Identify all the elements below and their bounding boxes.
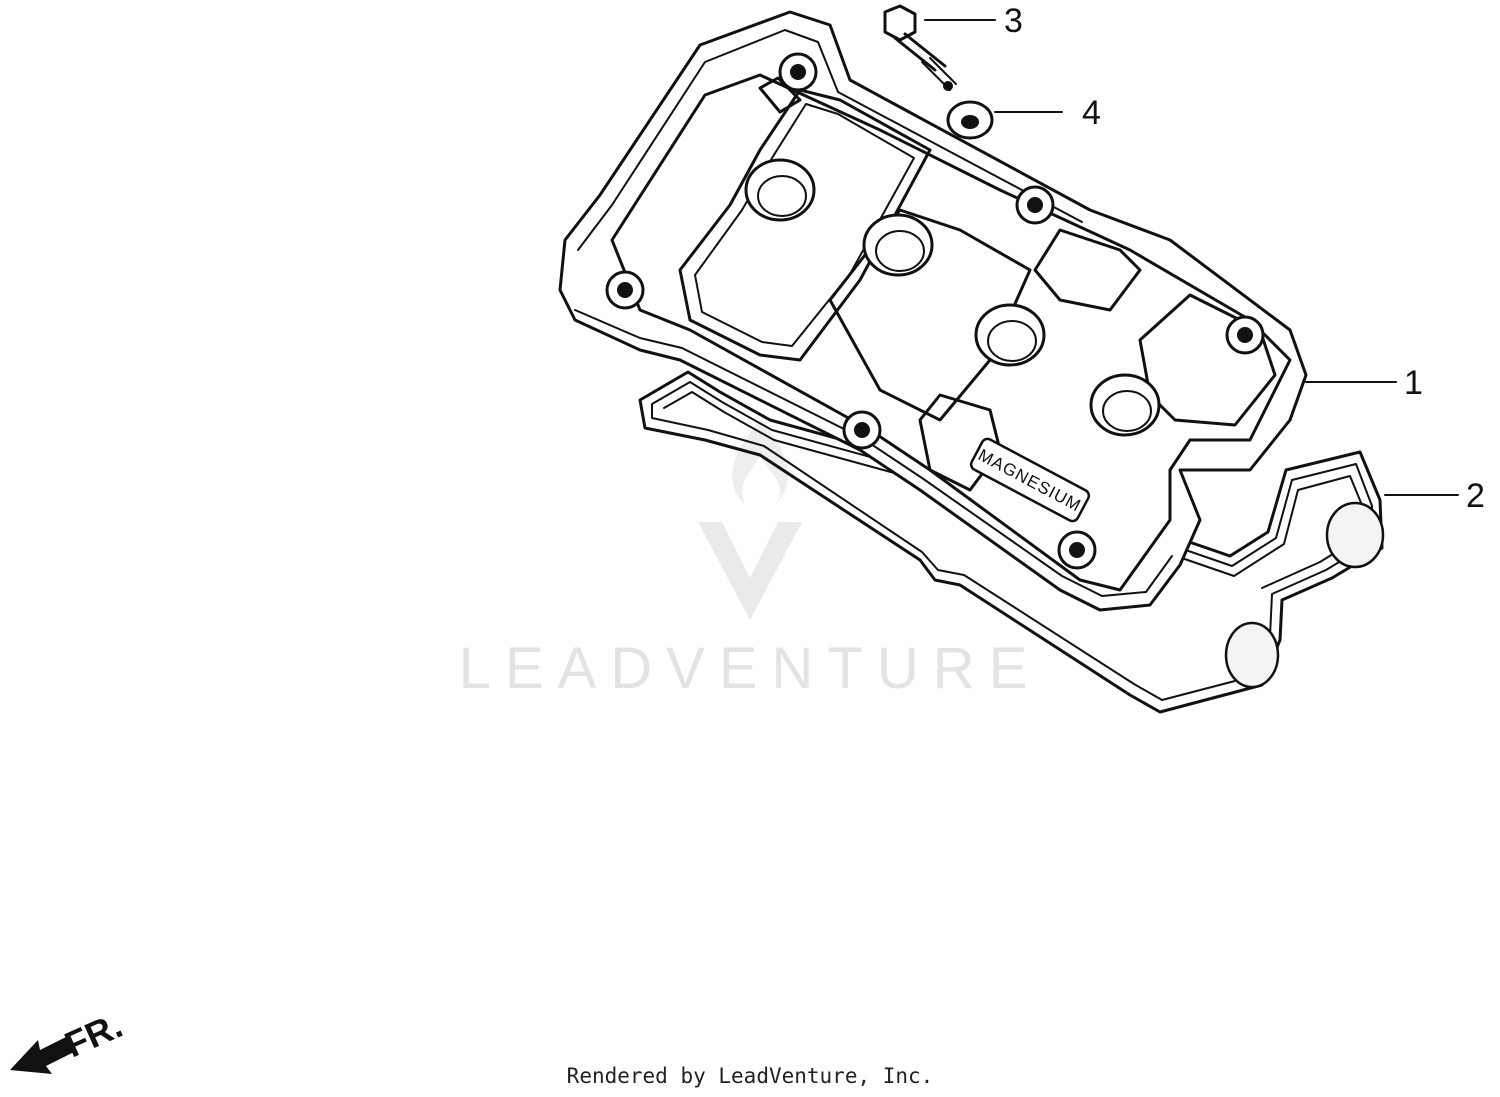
spark-plug-hole (974, 303, 1046, 367)
head-cover-part-1: MAGNESIUM (558, 10, 1308, 612)
spark-plug-hole (1089, 373, 1161, 437)
watermark-v-icon (698, 522, 802, 620)
bolt-boss (1057, 530, 1097, 570)
breather-nozzle (758, 76, 802, 114)
seal-part-4 (946, 100, 994, 140)
watermark-text: LEADVENTURE (459, 636, 1042, 701)
callout-number-2: 2 (1466, 477, 1485, 515)
bolt-boss (1225, 315, 1265, 355)
gasket-end-plug (1224, 621, 1280, 689)
callout-number-4: 4 (1082, 94, 1101, 132)
leadventure-watermark: LEADVENTURE (459, 420, 1042, 701)
footer-credit: Rendered by LeadVenture, Inc. (566, 1064, 934, 1088)
gasket-end-plug (1325, 501, 1385, 569)
callout-number-3: 3 (1004, 2, 1023, 40)
bolt-boss (778, 52, 818, 92)
bolt-part-3 (883, 4, 957, 91)
bolt-boss (842, 410, 882, 450)
bolt-boss (1015, 185, 1055, 225)
spark-plug-hole (862, 213, 934, 277)
leader-lines (924, 19, 1459, 496)
callout-number-1: 1 (1404, 364, 1423, 402)
arrow-icon (10, 1036, 74, 1074)
spark-plug-hole (744, 158, 816, 222)
bolt-boss (605, 270, 645, 310)
front-direction-label: FR. (59, 1004, 129, 1065)
